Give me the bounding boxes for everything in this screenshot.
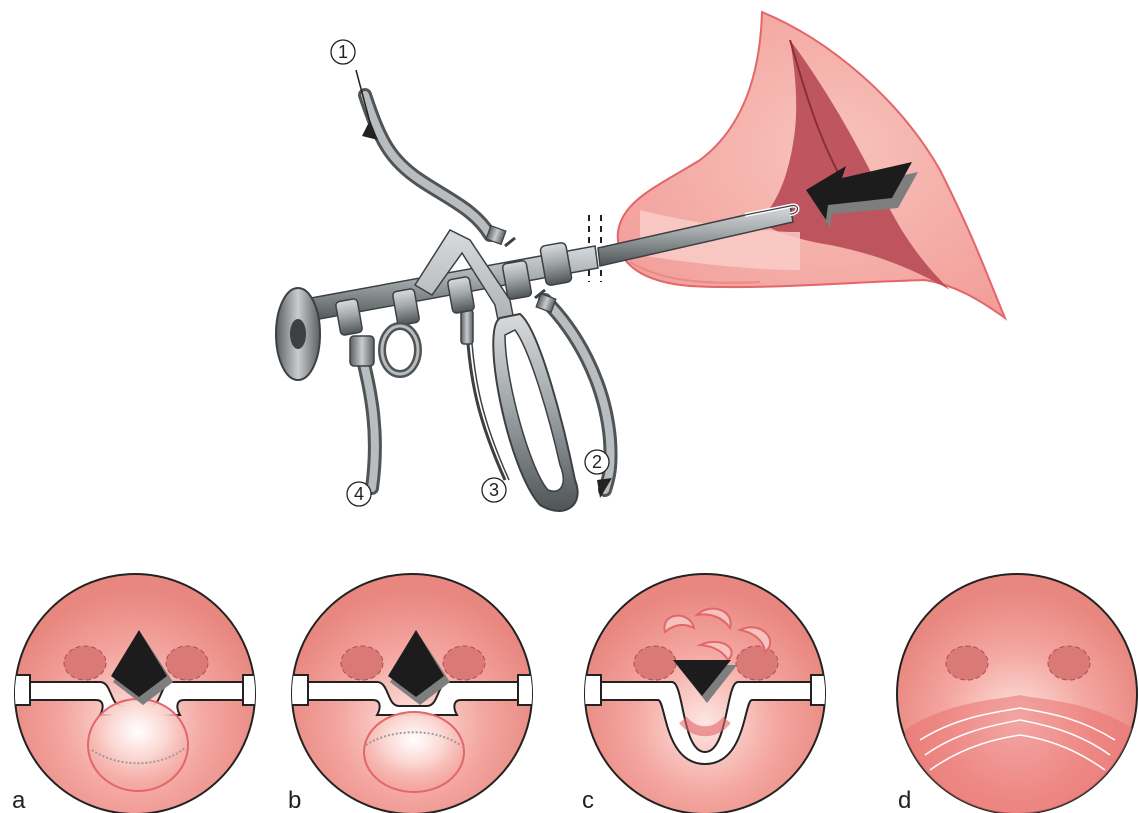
panel-a: a bbox=[0, 574, 273, 813]
callout-3: 3 bbox=[482, 478, 506, 502]
svg-text:1: 1 bbox=[338, 42, 348, 62]
callout-4: 4 bbox=[347, 482, 371, 506]
svg-text:2: 2 bbox=[592, 452, 602, 472]
svg-text:3: 3 bbox=[489, 480, 499, 500]
panel-b-label: b bbox=[288, 787, 301, 813]
uterus-illustration bbox=[589, 12, 1005, 318]
panel-d-label: d bbox=[898, 787, 911, 813]
panel-d: d bbox=[897, 574, 1137, 813]
svg-text:4: 4 bbox=[354, 484, 364, 504]
panel-b: b bbox=[278, 574, 548, 813]
panel-a-label: a bbox=[12, 787, 26, 813]
callout-2: 2 bbox=[585, 450, 609, 474]
callout-1: 1 bbox=[331, 40, 355, 64]
panel-c: c bbox=[571, 574, 841, 813]
panel-c-label: c bbox=[582, 787, 594, 813]
